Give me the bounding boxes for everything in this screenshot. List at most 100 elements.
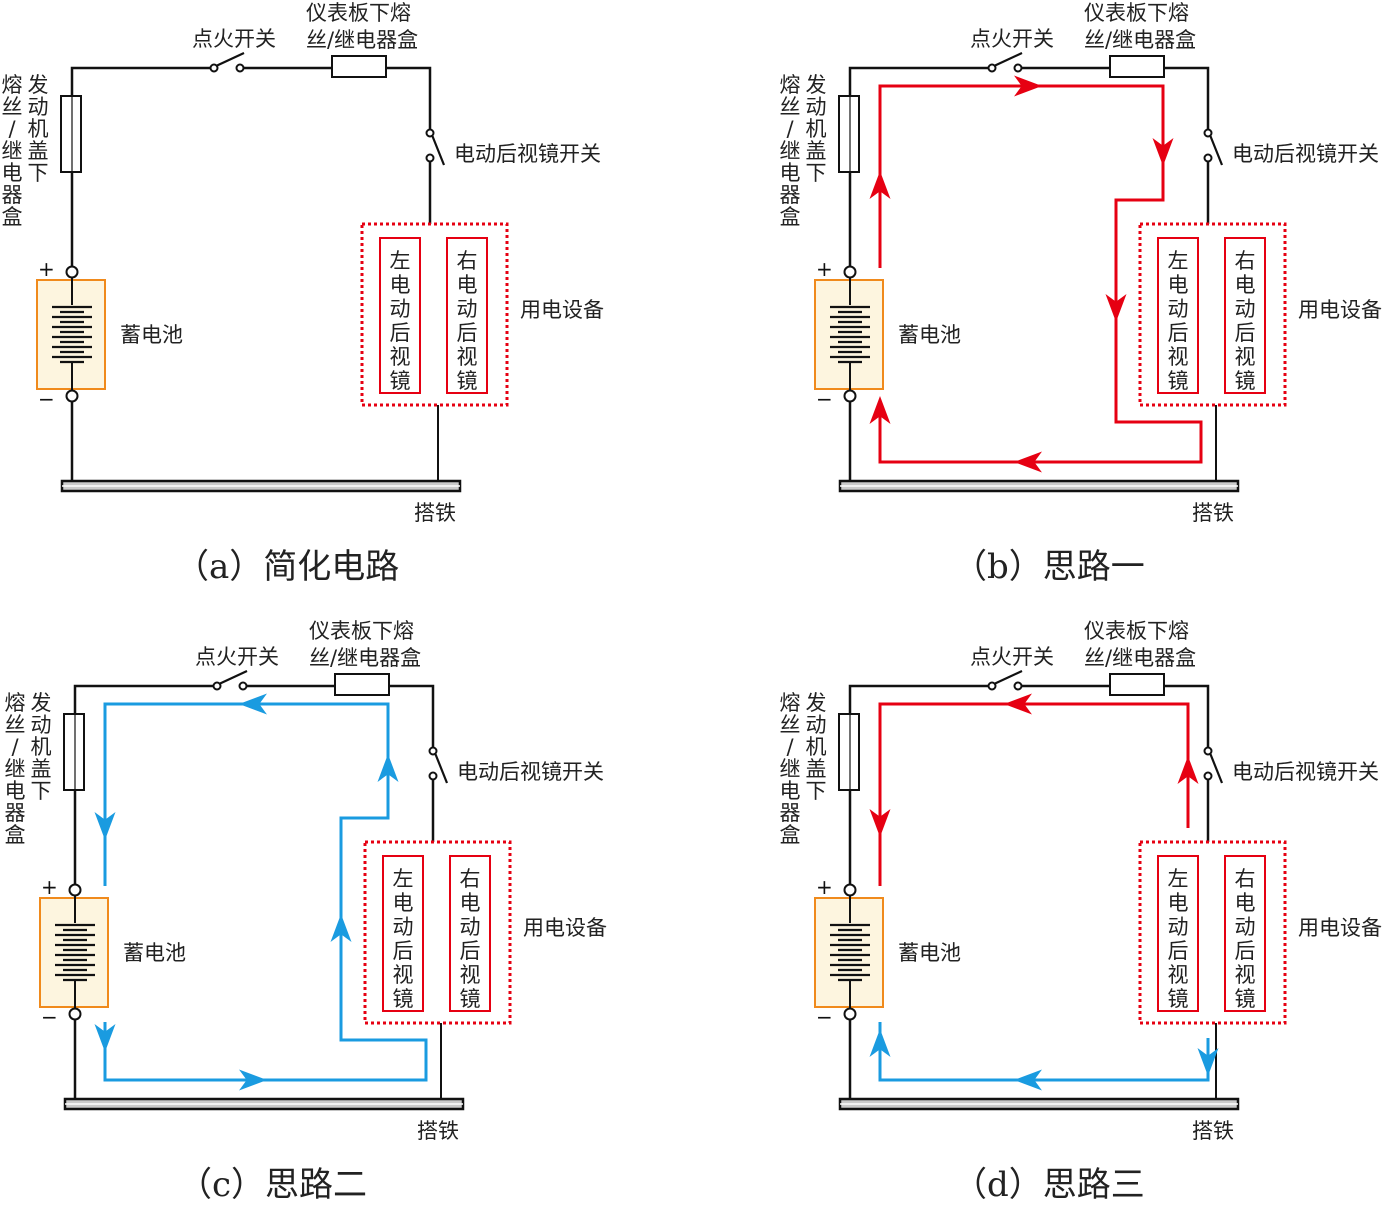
load-group-label: 用电设备 [1298,916,1382,940]
switch-contact [1013,681,1023,691]
engine-fuse-label-col1: 熔丝/继电器盒 [780,691,801,847]
char: 动 [1168,297,1189,321]
dash-fuse-label-line1: 仪表板下熔 [309,619,414,643]
char: 视 [1235,963,1256,987]
load-group-label: 用电设备 [520,298,604,322]
arrow-up-icon [869,171,891,199]
char: / [11,735,19,759]
char: 动 [393,915,414,939]
mirror-switch-blade [1208,752,1224,784]
char: 盖 [806,139,827,163]
char: 盒 [5,823,26,847]
switch-contact [212,681,222,691]
char: 丝 [2,95,23,119]
switch-contact [425,128,435,138]
char: 电 [2,161,23,185]
char: 后 [1168,939,1189,963]
mirror-switch-label: 电动后视镜开关 [1232,760,1379,784]
char: 丝 [5,713,26,737]
char: 后 [1235,939,1256,963]
char: 右 [460,867,481,891]
char: 镜 [460,987,481,1011]
switch-contact [1203,771,1213,781]
char: 后 [460,939,481,963]
char: 发 [806,691,827,715]
load-group-label: 用电设备 [523,916,607,940]
char: 镜 [457,369,478,393]
ignition-switch-blade [218,670,248,685]
char: 后 [457,321,478,345]
char: 机 [28,117,49,141]
ignition-switch-blade [993,52,1023,67]
char: 盒 [780,823,801,847]
switch-contact [1013,63,1023,73]
minus-sign: − [38,387,55,411]
mirror-switch-label: 电动后视镜开关 [1232,142,1379,166]
char: 下 [806,779,827,803]
char: 继 [780,139,801,163]
panel-caption: （a）简化电路 [175,547,399,587]
switch-contact [428,771,438,781]
mirror-switch-blade [1208,134,1224,166]
char: 后 [393,939,414,963]
dash-fuse-symbol [1109,55,1165,78]
current-path-blue [878,1022,1210,1082]
char: 动 [457,297,478,321]
battery-negative-terminal [68,1007,82,1021]
char: / [8,117,16,141]
char: 镜 [390,369,411,393]
arrow-down-icon [1152,138,1174,166]
ignition-switch-blade [993,670,1023,685]
mirror-switch-label: 电动后视镜开关 [454,142,601,166]
arrow-down-icon [94,812,116,840]
ground-label: 搭铁 [417,1119,459,1143]
char: 动 [390,297,411,321]
arrow-up-icon [1177,756,1199,784]
engine-fuse-symbol [60,95,82,173]
panel-b: 左电动后视镜右电动后视镜+−点火开关仪表板下熔丝/继电器盒熔丝/继电器盒发动机盖… [780,1,1383,587]
battery-positive-terminal [843,883,857,897]
plus-sign: + [38,257,55,281]
wire-top-right [1022,684,1210,748]
switch-contact [1203,128,1213,138]
arrow-left-icon [1014,1069,1042,1091]
char: 电 [5,779,26,803]
char: 左 [1168,249,1189,273]
char: / [786,735,794,759]
char: / [786,117,794,141]
char: 视 [1235,345,1256,369]
dash-fuse-label-line2: 丝/继电器盒 [1084,28,1196,52]
char: 后 [390,321,411,345]
char: 左 [393,867,414,891]
dash-fuse-label-line1: 仪表板下熔 [1084,619,1189,643]
char: 机 [806,735,827,759]
arrow-up-icon [377,754,399,782]
arrow-up-icon [330,914,352,942]
char: 电 [1235,273,1256,297]
char: 动 [460,915,481,939]
char: 动 [806,95,827,119]
engine-fuse-symbol [838,95,860,173]
mirror-switch-blade [430,134,446,166]
char: 镜 [1235,369,1256,393]
char: 镜 [1168,987,1189,1011]
panel-a: 左电动后视镜右电动后视镜+−点火开关仪表板下熔丝/继电器盒熔丝/继电器盒发动机盖… [2,1,605,587]
battery-label: 蓄电池 [120,323,183,347]
arrow-up-icon [869,1029,891,1057]
battery-label: 蓄电池 [898,323,961,347]
char: 后 [1235,321,1256,345]
load-group-label: 用电设备 [1298,298,1382,322]
ignition-switch-label: 点火开关 [192,27,276,51]
wire-top-right [244,66,432,130]
wire-top-left [848,684,990,890]
current-path-red [878,702,1190,886]
char: 镜 [1168,369,1189,393]
arrow-right-icon [1014,75,1042,97]
minus-sign: − [816,1005,833,1029]
minus-sign: − [816,387,833,411]
